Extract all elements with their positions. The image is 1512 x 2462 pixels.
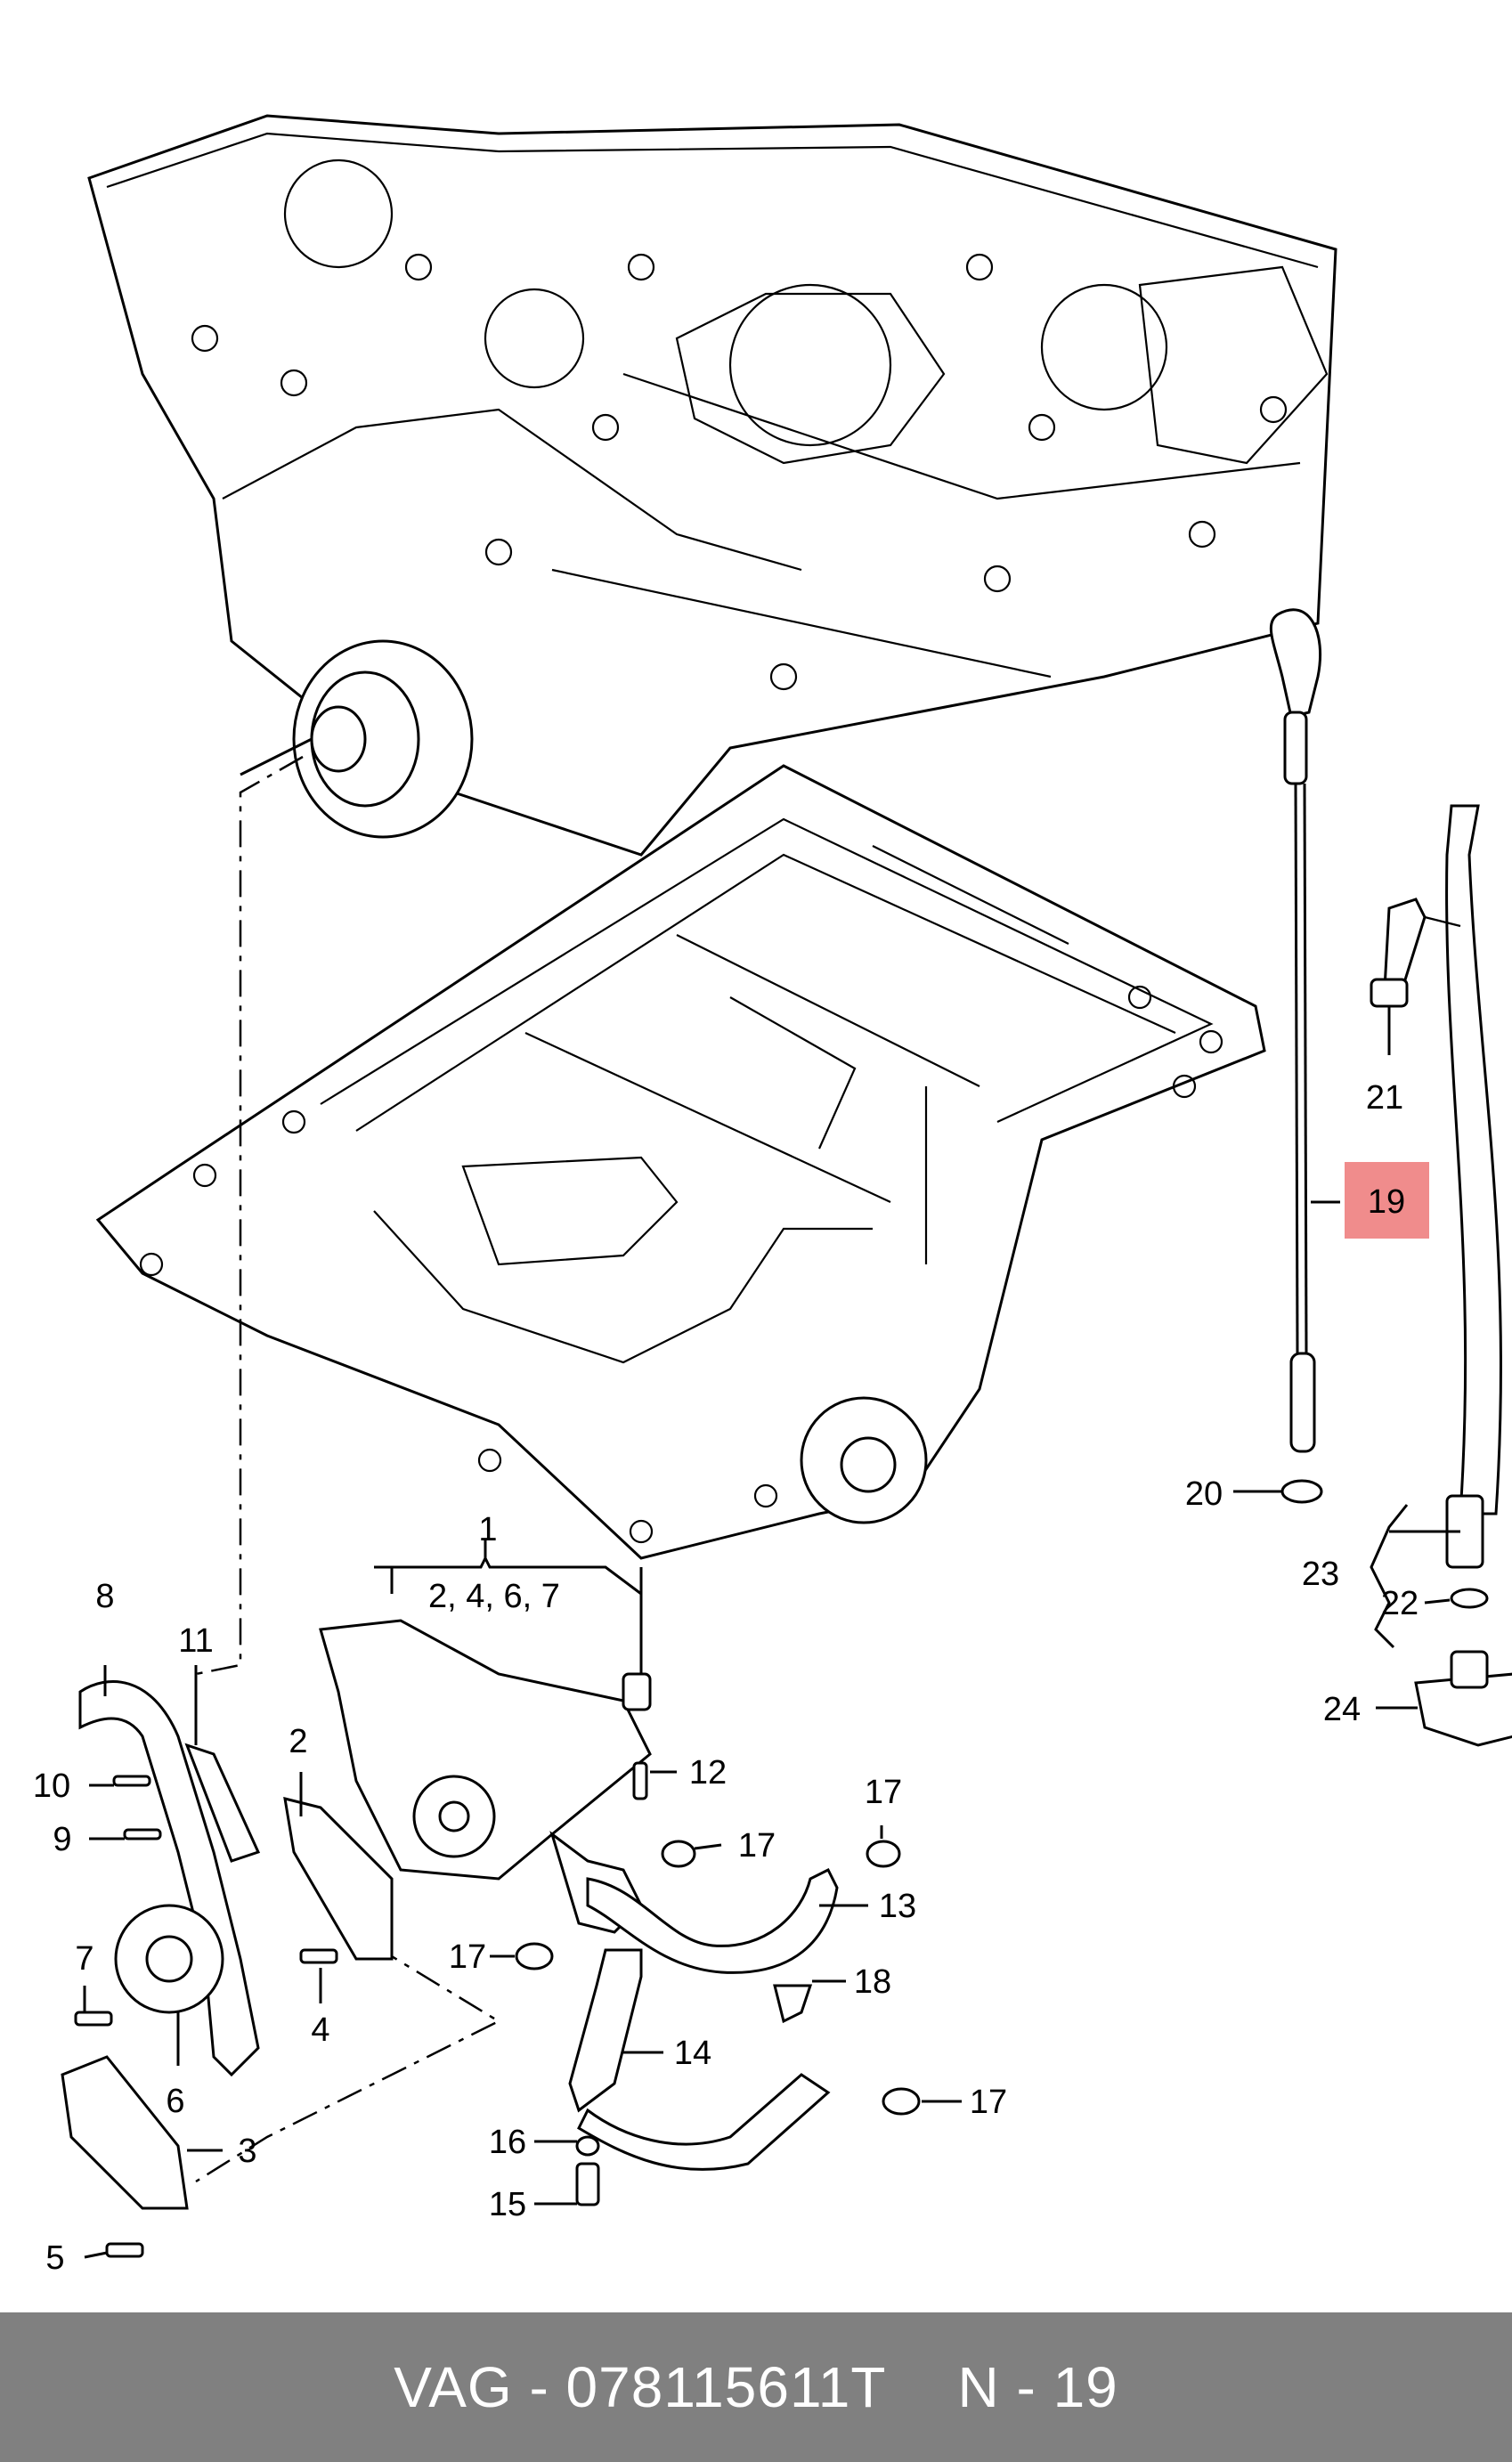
callout-5[interactable]: 5 — [45, 2239, 64, 2277]
callout-17a[interactable]: 17 — [738, 1827, 776, 1865]
callout-7[interactable]: 7 — [75, 1940, 93, 1978]
dipstick-guide-tube — [1370, 804, 1512, 1747]
callout-17b[interactable]: 17 — [865, 1774, 902, 1811]
callout-17c[interactable]: 17 — [449, 1938, 486, 1976]
oil-lines — [515, 1840, 921, 2206]
crankshaft-sprocket — [240, 639, 474, 839]
callout-20[interactable]: 20 — [1185, 1475, 1223, 1513]
callout-1[interactable]: 1 — [478, 1511, 497, 1548]
callout-16[interactable]: 16 — [489, 2124, 526, 2161]
footer-bar: VAG - 078115611T N - 19 — [0, 2312, 1512, 2462]
callout-22[interactable]: 22 — [1381, 1585, 1419, 1622]
callout-6[interactable]: 6 — [166, 2083, 184, 2120]
callout-19[interactable]: 19 — [1368, 1183, 1405, 1221]
callout-11[interactable]: 11 — [178, 1622, 213, 1660]
oil-pan — [95, 764, 1266, 1560]
callout-12[interactable]: 12 — [689, 1754, 727, 1792]
callout-18[interactable]: 18 — [854, 1963, 891, 2001]
engine-block — [87, 114, 1337, 857]
callout-4[interactable]: 4 — [311, 2011, 329, 2049]
callout-13[interactable]: 13 — [879, 1888, 916, 1925]
callout-10[interactable]: 10 — [33, 1767, 70, 1805]
leader-lines — [83, 1006, 1460, 2259]
callout-14[interactable]: 14 — [674, 2035, 711, 2072]
reference-lines — [195, 755, 501, 2183]
parts-diagram: 1 2, 4, 6, 7 8 11 2 10 9 7 4 6 3 5 12 17… — [33, 114, 1512, 2277]
callout-labels: 1 2, 4, 6, 7 8 11 2 10 9 7 4 6 3 5 12 17… — [33, 1079, 1419, 2277]
highlight-box — [1345, 1162, 1429, 1239]
callout-24[interactable]: 24 — [1323, 1691, 1361, 1728]
callout-17d[interactable]: 17 — [970, 2084, 1007, 2121]
callout-2[interactable]: 2 — [289, 1723, 307, 1760]
callout-group: 2, 4, 6, 7 — [428, 1578, 560, 1615]
callout-23[interactable]: 23 — [1302, 1556, 1339, 1593]
callout-15[interactable]: 15 — [489, 2186, 526, 2223]
footer-part-number: VAG - 078115611T — [394, 2355, 887, 2419]
oil-dipstick — [1269, 608, 1323, 1504]
oil-pump-assembly — [61, 1619, 652, 2258]
callout-9[interactable]: 9 — [53, 1821, 71, 1858]
footer-position: N - 19 — [957, 2355, 1118, 2419]
callout-3[interactable]: 3 — [238, 2133, 256, 2170]
callout-8[interactable]: 8 — [95, 1578, 114, 1615]
callout-21[interactable]: 21 — [1366, 1079, 1403, 1117]
